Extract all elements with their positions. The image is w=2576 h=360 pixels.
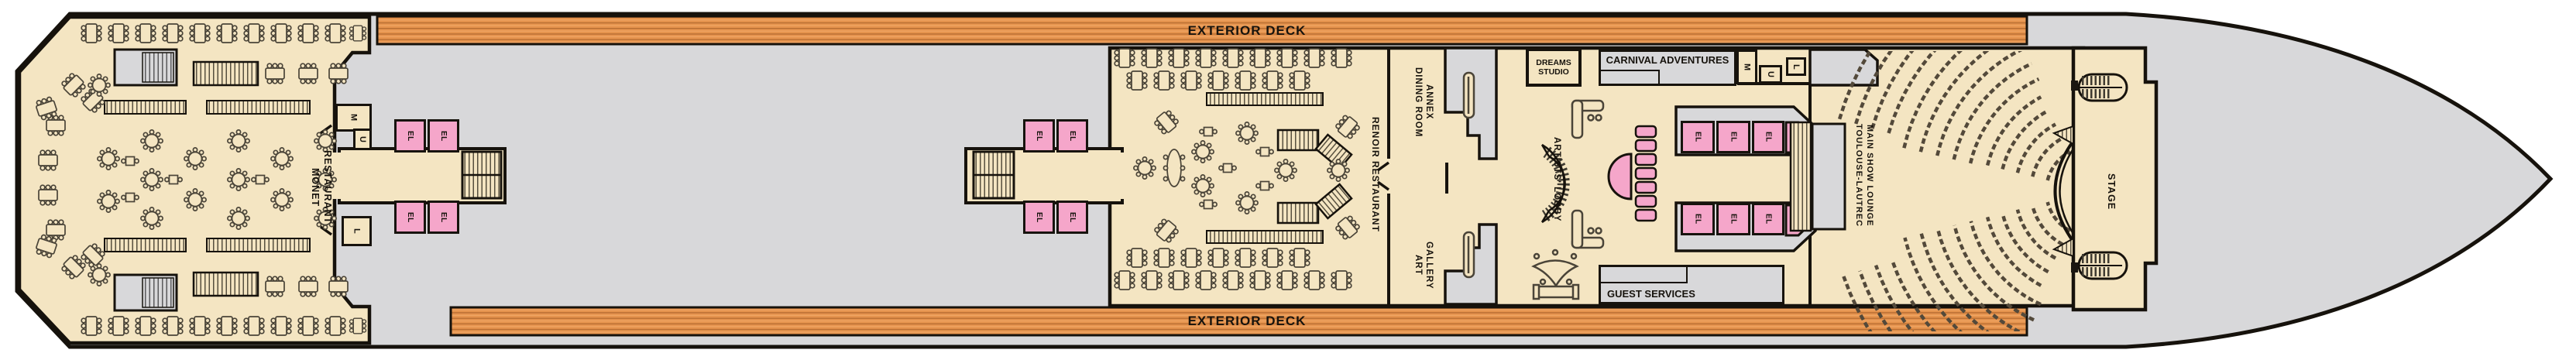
- dining-room-annex-label: DINING ROOM ANNEX: [1413, 67, 1434, 138]
- elevator: EL: [1752, 121, 1784, 153]
- stage-apron: [2052, 125, 2075, 258]
- lobby-benches: [1462, 71, 1605, 300]
- stairs-aft: [461, 150, 503, 200]
- piano-bar: [1607, 125, 1657, 222]
- room-partition: [1601, 69, 1660, 84]
- guest-services-room: GUEST SERVICES: [1599, 265, 1784, 304]
- elevator: EL: [1752, 203, 1784, 235]
- carnival-adventures-room: CARNIVAL ADVENTURES: [1599, 50, 1736, 86]
- exterior-deck-strip-bottom: [449, 306, 2028, 337]
- elevator: EL: [1023, 201, 1055, 234]
- stage-label: STAGE: [2106, 173, 2117, 211]
- exterior-deck-bottom-label: EXTERIOR DECK: [1187, 313, 1307, 328]
- elevator: EL: [428, 201, 459, 234]
- stairs-mid: [972, 150, 1015, 200]
- stage-stairs-bottom: [2071, 251, 2128, 280]
- elevator: EL: [1056, 201, 1088, 234]
- dreams-studio-room: DREAMS STUDIO: [1526, 48, 1582, 87]
- monet-galley-stairs: [113, 48, 178, 312]
- elevator: EL: [1681, 121, 1715, 153]
- elevator: EL: [394, 201, 426, 234]
- corridor-opening: [1113, 153, 1130, 199]
- monet-buffet-counters: [104, 60, 311, 297]
- room-u-aft: U: [353, 129, 372, 150]
- elevator: EL: [394, 119, 426, 153]
- main-show-lounge-label: TOULOUSE-LAUTREC MAIN SHOW LOUNGE: [1854, 124, 1874, 228]
- elevator: EL: [428, 119, 459, 153]
- stage-room: [2071, 46, 2159, 312]
- show-lounge-seating: [1837, 51, 2071, 331]
- renoir-buffet-counters: [1206, 92, 1324, 244]
- room-m-aft: M: [335, 104, 372, 132]
- stage-stairs-top: [2071, 73, 2128, 102]
- renoir-restaurant-label: RENOIR RESTAURANT: [1370, 116, 1381, 232]
- corridor-opening: [331, 153, 353, 199]
- lobby-curved-stairs: [1540, 143, 1570, 224]
- exterior-deck-top-label: EXTERIOR DECK: [1187, 22, 1307, 38]
- art-gallery-label: ART GALLERY: [1413, 241, 1434, 290]
- artists-lobby-label: ARTISTS' LOBBY: [1552, 137, 1561, 222]
- interior-slab: [1108, 46, 2086, 308]
- elevator: EL: [1023, 119, 1055, 153]
- room-partition: [1601, 267, 1688, 283]
- carnival-adventures-label: CARNIVAL ADVENTURES: [1606, 54, 1729, 66]
- elevator: EL: [1716, 121, 1750, 153]
- monet-restaurant-label: MONET RESTAURANT: [310, 150, 333, 225]
- room-l-forward: L: [1786, 57, 1806, 76]
- room-l-aft: L: [342, 216, 372, 246]
- lounge-bar-and-booth: [1789, 121, 1846, 232]
- room-u-forward: U: [1759, 65, 1782, 84]
- elevator: EL: [1716, 203, 1750, 235]
- room-m-forward: M: [1736, 50, 1757, 84]
- elevator: EL: [1056, 119, 1088, 153]
- exterior-deck-strip-top: [376, 15, 2028, 46]
- guest-services-label: GUEST SERVICES: [1607, 288, 1695, 300]
- interior-walls: [1387, 48, 1812, 306]
- monet-restaurant-room: [17, 15, 372, 345]
- elevator: EL: [1681, 203, 1715, 235]
